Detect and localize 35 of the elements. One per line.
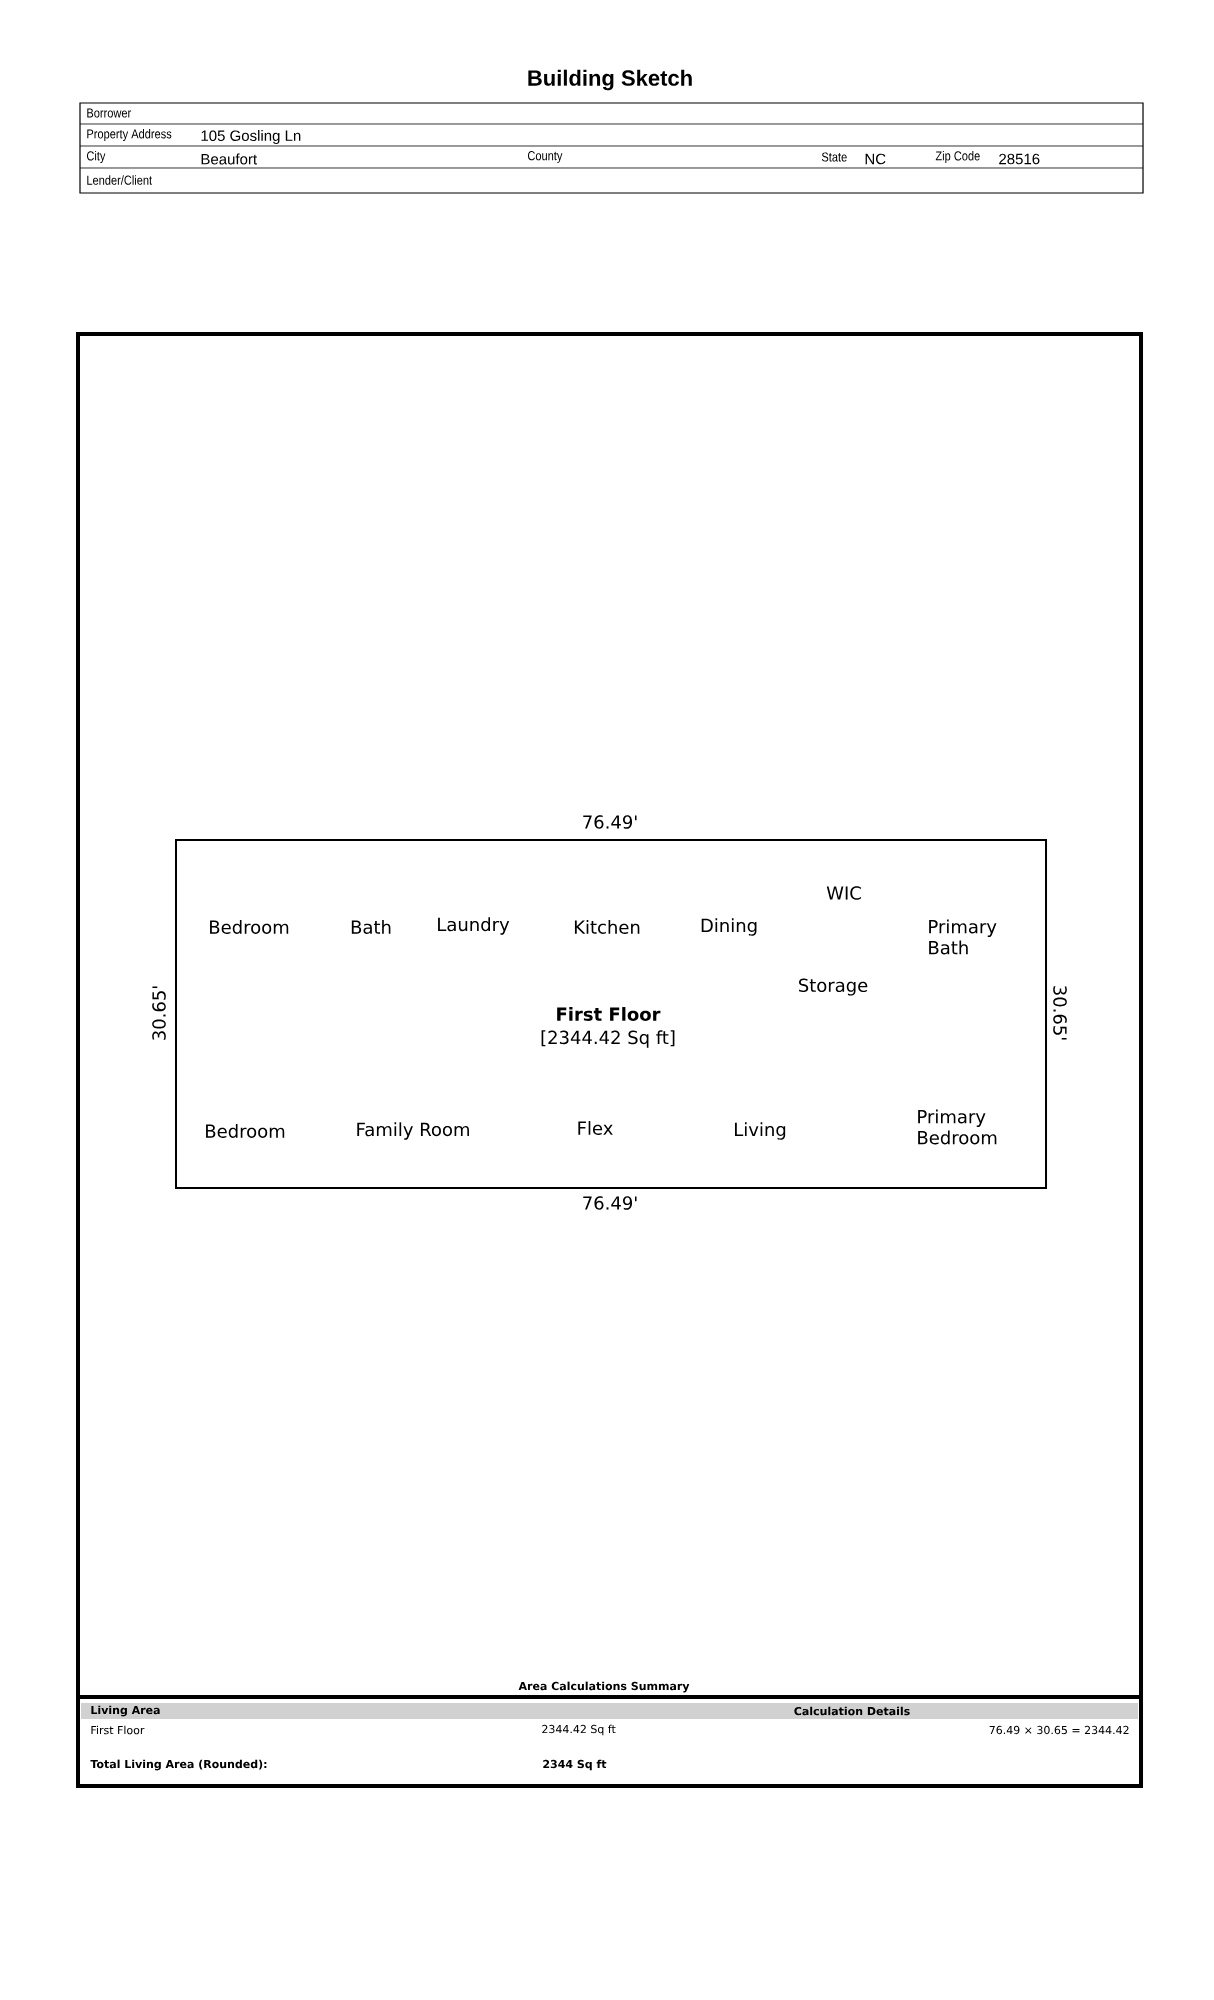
room-label: Flex xyxy=(578,1121,613,1135)
column-header: Calculation Details xyxy=(794,1706,910,1716)
field-value: Beaufort xyxy=(201,153,257,165)
room-label: Bedroom xyxy=(210,920,289,934)
room-label: WIC xyxy=(826,886,861,900)
room-label: Bath xyxy=(351,920,391,934)
room-label: Primary Bedroom xyxy=(918,1109,997,1145)
field-label: Lender/Client xyxy=(87,175,152,185)
room-label: Storage xyxy=(799,978,868,996)
title: Building Sketch xyxy=(528,69,692,91)
room-label: Laundry xyxy=(438,917,510,935)
field-label: Zip Code xyxy=(935,150,980,164)
field-value: 28516 xyxy=(999,153,1040,165)
room-label: Kitchen xyxy=(574,920,640,934)
room-label: Living xyxy=(735,1122,786,1140)
table-cell: First Floor xyxy=(91,1725,145,1735)
field-value: 105 Gosling Ln xyxy=(201,130,301,144)
field-label: Property Address xyxy=(87,128,172,142)
room-label: [2344.42 Sq ft] xyxy=(541,1030,675,1048)
room-label: Dining xyxy=(701,918,757,936)
column-header: Living Area xyxy=(91,1705,160,1717)
field-label: Borrower xyxy=(87,108,131,118)
summary-heading: Area Calculations Summary xyxy=(518,1681,690,1693)
room-label: Family Room xyxy=(357,1122,469,1140)
field-label: City xyxy=(86,150,106,164)
table-cell: Total Living Area (Rounded): xyxy=(90,1759,267,1771)
field-value: NC xyxy=(865,153,886,165)
room-label: Primary Bath xyxy=(929,919,997,955)
room-label: Bedroom xyxy=(206,1124,285,1138)
field-label: County xyxy=(527,151,563,163)
floor-name: First Floor xyxy=(557,1007,661,1021)
field-label: State xyxy=(821,152,847,162)
table-cell: 2344 Sq ft xyxy=(543,1759,607,1771)
table-cell: 2344.42 Sq ft xyxy=(542,1724,616,1736)
table-cell: 76.49 × 30.65 = 2344.42 xyxy=(989,1725,1129,1735)
